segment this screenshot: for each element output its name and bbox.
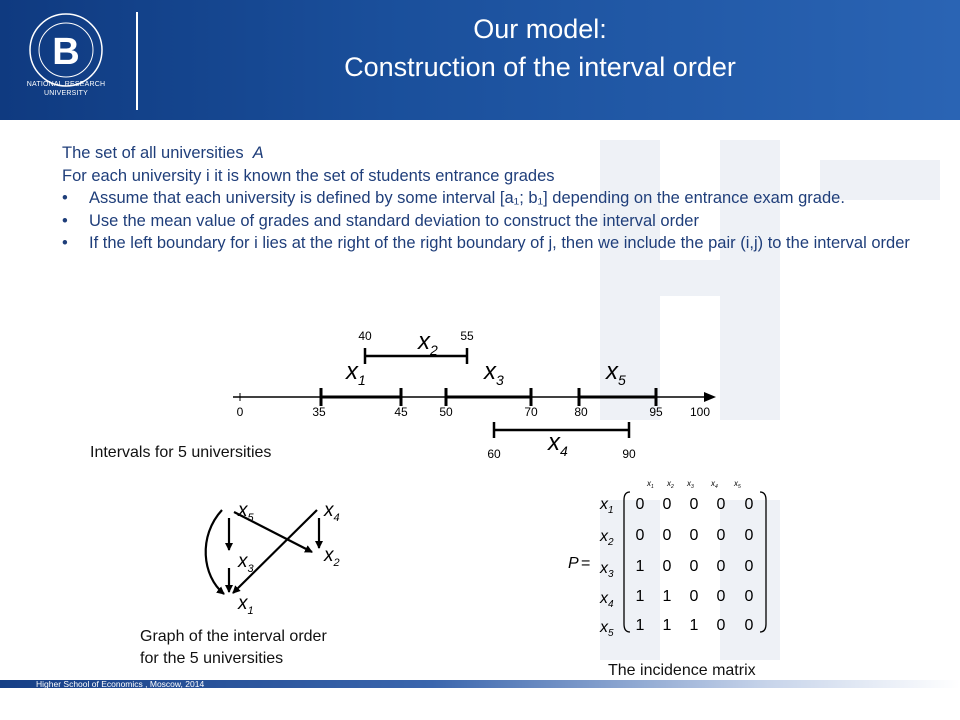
matrix-cell: 1: [690, 617, 699, 634]
svg-text:x1: x1: [646, 479, 654, 490]
tick-label: 0: [237, 405, 244, 419]
header-banner: В NATIONAL RESEARCH UNIVERSITY Our model…: [0, 0, 960, 120]
matrix-cell: 0: [690, 496, 699, 513]
matrix-caption: The incidence matrix: [608, 662, 756, 679]
matrix-cell: 0: [717, 617, 726, 634]
matrix-row-label: x2: [599, 528, 614, 548]
bracket-label: 55: [460, 329, 474, 343]
node-x2: x2: [323, 545, 340, 569]
matrix-row-label: x3: [599, 560, 614, 580]
matrix-bracket-left: [623, 491, 631, 633]
matrix-bracket-right: [759, 491, 767, 633]
matrix-cell: 0: [745, 558, 754, 575]
bracket-label: 40: [358, 329, 372, 343]
header-divider: [136, 12, 138, 110]
matrix-cell: 0: [663, 558, 672, 575]
svg-text:x3: x3: [686, 479, 694, 490]
matrix-row-label: x4: [599, 590, 614, 610]
logo-caption: NATIONAL RESEARCH UNIVERSITY: [26, 81, 106, 97]
graph-caption: Graph of the interval order for the 5 un…: [140, 628, 327, 667]
footer-text: Higher School of Economics , Moscow, 201…: [36, 679, 205, 689]
matrix-row-label: x5: [599, 619, 614, 638]
page-title: Our model: Construction of the interval …: [150, 10, 930, 86]
matrix-cell: 0: [745, 496, 754, 513]
interval-label-x5: x5: [605, 358, 626, 388]
matrix-cell: 0: [690, 588, 699, 605]
university-logo: В: [29, 13, 103, 87]
matrix-cell: 0: [717, 496, 726, 513]
bullet-item: Use the mean value of grades and standar…: [62, 210, 942, 233]
node-x1: x1: [237, 593, 254, 617]
matrix-cell: 1: [636, 617, 645, 634]
matrix-cell: 0: [636, 527, 645, 544]
matrix-cell: 0: [663, 496, 672, 513]
svg-text:x4: x4: [710, 479, 718, 490]
interval-label-x3: x3: [483, 358, 504, 388]
matrix-cell: 0: [717, 588, 726, 605]
tick-label: 50: [439, 405, 453, 419]
svg-text:x5: x5: [733, 479, 741, 490]
bullet-item: Assume that each university is defined b…: [62, 187, 942, 210]
svg-text:x2: x2: [666, 479, 674, 490]
bracket-label: 90: [622, 447, 636, 461]
body-text: The set of all universities A For each u…: [62, 142, 942, 255]
tick-label: 80: [574, 405, 588, 419]
order-graph: x5 x3 x1 x4 x2: [204, 500, 340, 617]
interval-diagram: 0 35 45 50 70 80 95 100 40 55 60 90 x2 x…: [233, 328, 716, 461]
matrix-cell: 1: [636, 558, 645, 575]
svg-text:В: В: [52, 31, 79, 73]
bracket-label: 60: [487, 447, 501, 461]
bullet-item: If the left boundary for i lies at the r…: [62, 232, 942, 255]
footer-bar: [0, 680, 960, 688]
tick-label: 100: [690, 405, 710, 419]
matrix-equals: =: [581, 555, 590, 572]
matrix-cell: 0: [745, 588, 754, 605]
intervals-caption: Intervals for 5 universities: [90, 444, 272, 461]
interval-label-x4: x4: [547, 429, 568, 459]
node-x3: x3: [237, 551, 255, 575]
tick-label: 35: [312, 405, 326, 419]
matrix-cell: 0: [636, 496, 645, 513]
interval-label-x2: x2: [417, 328, 438, 358]
interval-label-x1: x1: [345, 358, 366, 388]
tick-label: 45: [394, 405, 408, 419]
incidence-matrix: x1 x2 x3 x4 x5 x1 x2 x3 x4 x5 P = 0 0 0 …: [568, 479, 767, 638]
matrix-row-label: x1: [599, 496, 614, 516]
matrix-cell: 1: [663, 588, 672, 605]
matrix-cell: 1: [636, 588, 645, 605]
matrix-cell: 0: [745, 527, 754, 544]
axis-arrow-icon: [704, 392, 716, 402]
matrix-cell: 1: [663, 617, 672, 634]
matrix-cell: 0: [717, 527, 726, 544]
tick-label: 70: [524, 405, 538, 419]
matrix-cell: 0: [690, 558, 699, 575]
matrix-cell: 0: [745, 617, 754, 634]
matrix-name: P: [568, 555, 579, 572]
title-line-2: Construction of the interval order: [344, 52, 736, 82]
matrix-cell: 0: [690, 527, 699, 544]
node-x4: x4: [323, 500, 340, 524]
tick-label: 95: [649, 405, 663, 419]
title-line-1: Our model:: [473, 14, 607, 44]
sets-line: The set of all universities A: [62, 144, 264, 162]
bullet-list: Assume that each university is defined b…: [62, 187, 942, 255]
grades-line: For each university i it is known the se…: [62, 166, 555, 185]
matrix-cell: 0: [717, 558, 726, 575]
matrix-cell: 0: [663, 527, 672, 544]
